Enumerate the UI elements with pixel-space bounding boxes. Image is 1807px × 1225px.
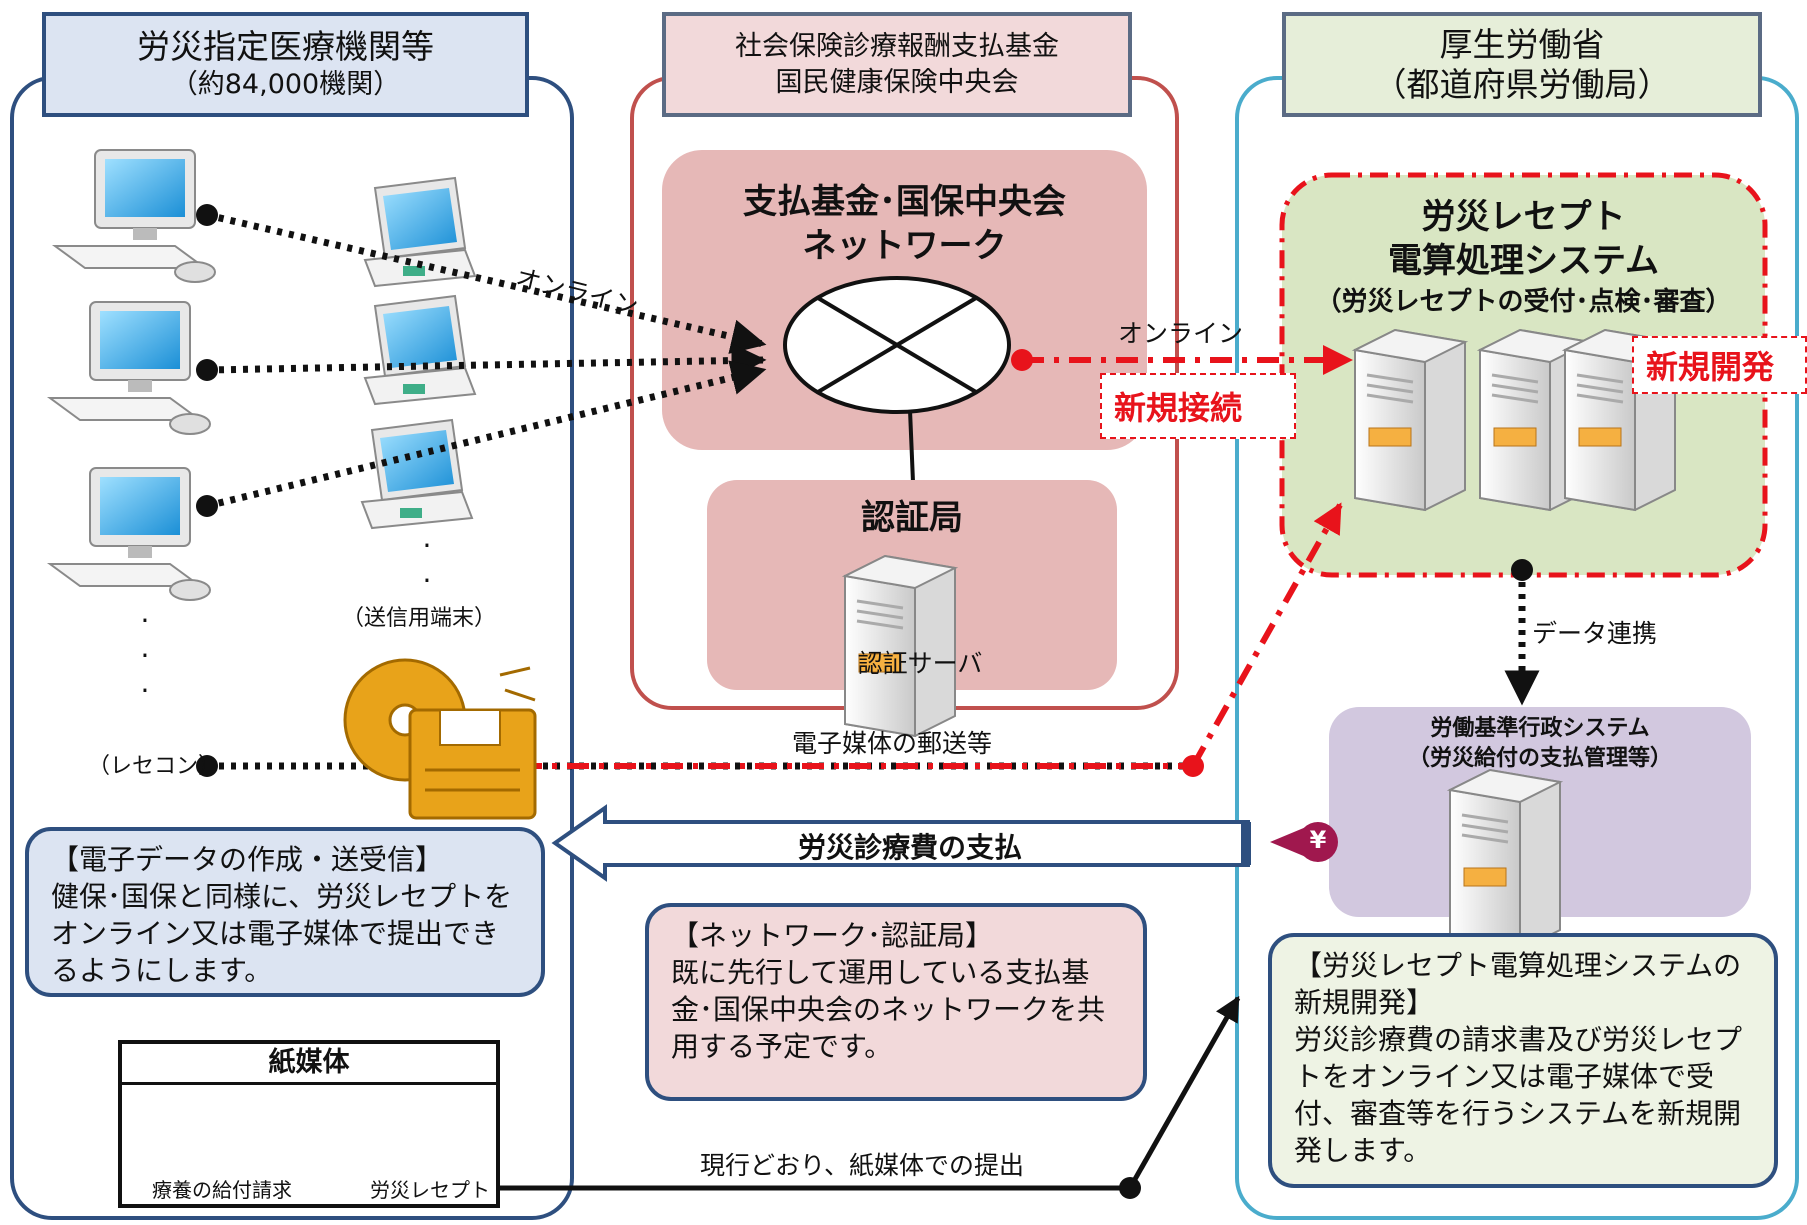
network-title-line1: 支払基金･国保中央会: [743, 182, 1066, 222]
system-server-icon-1: [1353, 328, 1467, 512]
auth-title: 認証局: [861, 498, 963, 538]
electronic-media-icon: [343, 658, 537, 820]
note-title: 【労災レセプト電算処理システムの新規開発】: [1294, 949, 1742, 1019]
note-network-auth: 【ネットワーク･認証局】 既に先行して運用している支払基金･国保中央会のネットワ…: [645, 903, 1147, 1101]
laptop-icon-1: [364, 177, 476, 287]
header-medical-institutions: 労災指定医療機関等 （約84,000機関）: [42, 12, 529, 117]
note-title: 【ネットワーク･認証局】: [671, 919, 994, 952]
header-title-line2: （都道府県労働局）: [1373, 64, 1671, 104]
note-body: 健保･国保と同様に、労災レセプトをオンライン又は電子媒体で提出できるようにします…: [51, 880, 513, 987]
network-title-line2: ネットワーク: [802, 226, 1007, 266]
yen-symbol: ¥: [1309, 826, 1327, 854]
header-payment-fund: 社会保険診療報酬支払基金 国民健康保険中央会: [662, 12, 1132, 117]
laptop-icon-2: [364, 295, 476, 405]
note-title: 【電子データの作成・送受信】: [51, 843, 444, 876]
admin-title-line2: （労災給付の支払管理等）: [1407, 746, 1672, 771]
admin-title-line1: 労働基準行政システム: [1430, 716, 1650, 741]
header-subtitle: （約84,000機関）: [170, 68, 401, 100]
rececom-label: （レセコン）: [88, 754, 221, 779]
note-body: 労災診療費の請求書及び労災レセプトをオンライン又は電子媒体で受付、審査等を行うシ…: [1294, 1023, 1743, 1167]
admin-system-title: 労働基準行政システム （労災給付の支払管理等）: [1329, 714, 1751, 774]
paper-item-receipt: 労災レセプト: [370, 1178, 490, 1202]
payment-label: 労災診療費の支払: [797, 831, 1022, 864]
svg-text:·: ·: [141, 604, 150, 637]
paper-media-box: 紙媒体 療養の給付請求 労災レセプト: [118, 1040, 500, 1208]
system-title-line1: 労災レセプト: [1421, 197, 1626, 237]
header-title-line2: 国民健康保険中央会: [775, 66, 1019, 98]
laptop-icon-3: [361, 419, 473, 529]
new-development-tag: 新規開発: [1632, 336, 1807, 394]
note-body: 既に先行して運用している支払基金･国保中央会のネットワークを共用する予定です。: [671, 956, 1106, 1063]
header-ministry: 厚生労働省 （都道府県労働局）: [1282, 12, 1762, 117]
svg-text:·: ·: [141, 674, 150, 707]
desktop-icon-3: [49, 467, 211, 601]
network-title: 支払基金･国保中央会 ネットワーク: [662, 180, 1147, 268]
auth-server-icon: [843, 554, 957, 738]
terminal-label: （送信用端末）: [342, 606, 497, 631]
paper-title: 紙媒体: [122, 1044, 496, 1085]
desktop-icon-1: [54, 149, 216, 283]
svg-text:·: ·: [423, 529, 432, 562]
header-title: 労災指定医療機関等: [137, 26, 434, 66]
desktop-icon-2: [49, 301, 211, 435]
note-electronic-data: 【電子データの作成・送受信】 健保･国保と同様に、労災レセプトをオンライン又は電…: [25, 827, 545, 997]
admin-server-icon: [1448, 768, 1562, 952]
header-title-line1: 社会保険診療報酬支払基金: [735, 30, 1059, 62]
svg-text:·: ·: [423, 564, 432, 597]
new-connection-tag: 新規接続: [1100, 373, 1296, 439]
online-label-right: オンライン: [1118, 319, 1244, 348]
svg-text:·: ·: [141, 639, 150, 672]
header-title-line1: 厚生労働省: [1439, 24, 1605, 64]
data-link-label: データ連携: [1532, 619, 1658, 648]
auth-server-label: 認証サーバ: [857, 649, 983, 678]
system-title-line2: 電算処理システム: [1388, 241, 1659, 281]
paper-item-benefit-claim: 療養の給付請求: [152, 1178, 292, 1202]
system-title-line3: （労災レセプトの受付･点検･審査）: [1315, 287, 1732, 317]
media-mail-label: 電子媒体の郵送等: [792, 729, 993, 758]
paper-submit-label: 現行どおり、紙媒体での提出: [700, 1151, 1025, 1180]
note-new-system: 【労災レセプト電算処理システムの新規開発】 労災診療費の請求書及び労災レセプトを…: [1268, 933, 1778, 1188]
receipt-system-title: 労災レセプト 電算処理システム （労災レセプトの受付･点検･審査）: [1282, 195, 1765, 321]
